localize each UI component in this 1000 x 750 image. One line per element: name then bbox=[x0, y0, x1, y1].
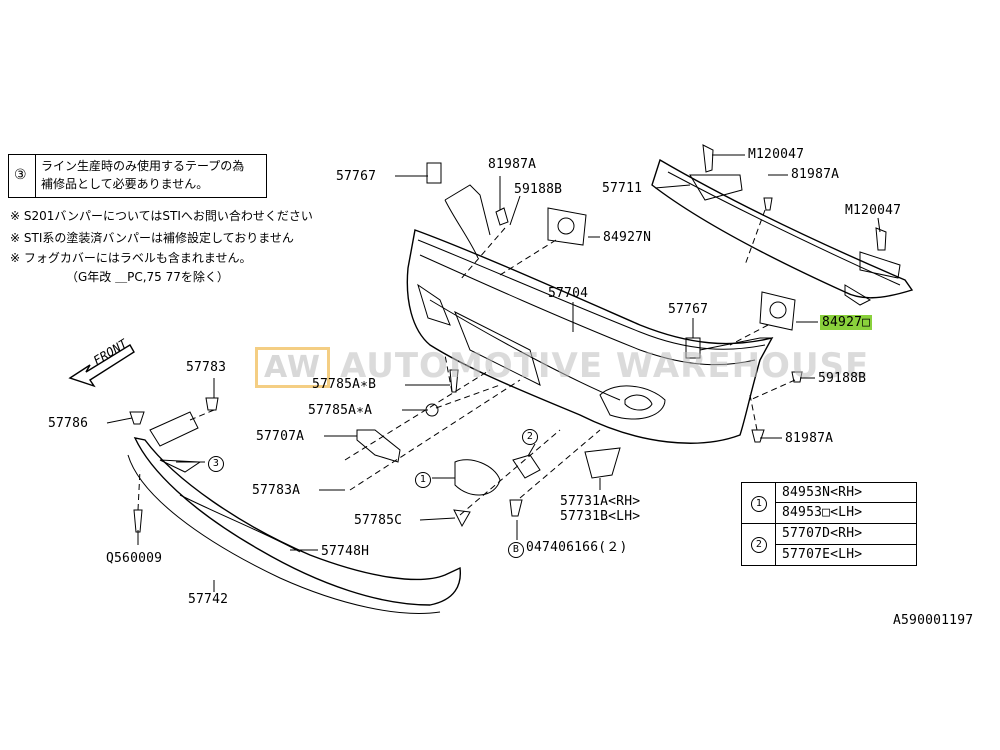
legend-key-2: 2 bbox=[751, 535, 769, 553]
reference-code: A590001197 bbox=[893, 613, 974, 628]
legend-hdivider bbox=[742, 523, 916, 524]
note-box-divider bbox=[35, 155, 36, 197]
watermark-text: AUTOMOTIVE WAREHOUSE bbox=[339, 346, 870, 386]
note-box-line2: 補修品として必要ありません。 bbox=[41, 177, 209, 191]
label-57748h: 57748H bbox=[321, 544, 370, 559]
label-m120047-right: M120047 bbox=[845, 203, 902, 218]
label-57767-top: 57767 bbox=[336, 169, 377, 184]
label-57742: 57742 bbox=[188, 592, 229, 607]
leader-lines bbox=[106, 154, 881, 592]
small-parts-drawing bbox=[129, 144, 887, 533]
label-57785a-a: 57785A∗A bbox=[308, 403, 373, 418]
legend-vdivider bbox=[775, 483, 776, 565]
label-57731b: 57731B<LH> bbox=[560, 509, 641, 524]
note-box-number: ③ bbox=[14, 167, 27, 183]
legend-key-1: 1 bbox=[751, 494, 769, 512]
label-57786: 57786 bbox=[48, 416, 89, 431]
label-57783-top: 57783 bbox=[186, 360, 227, 375]
reinforcement-drawing bbox=[651, 158, 914, 306]
label-57785a-b: 57785A∗B bbox=[312, 377, 377, 392]
callout-2: 2 bbox=[522, 427, 540, 445]
label-81987a-low: 81987A bbox=[785, 431, 834, 446]
note-4: （G年改 ＿PC,75 77を除く） bbox=[66, 270, 229, 284]
legend-row-divider-1 bbox=[775, 502, 916, 503]
label-57767-mid: 57767 bbox=[668, 302, 709, 317]
watermark-badge: AW bbox=[255, 347, 330, 388]
label-59188b-right: 59188B bbox=[818, 371, 867, 386]
callout-2-number: 2 bbox=[522, 429, 538, 445]
label-81987a-right: 81987A bbox=[791, 167, 840, 182]
callout-3-number: 3 bbox=[208, 456, 224, 472]
legend-value-2b: 57707E<LH> bbox=[782, 547, 863, 562]
note-3: ※ フォグカバーにはラベルも含まれません。 bbox=[10, 251, 252, 265]
assembly-lines bbox=[137, 209, 796, 516]
legend-table: 1 84953N<RH> 84953□<LH> 2 57707D<RH> 577… bbox=[741, 482, 917, 566]
label-84927-highlight: 84927□ bbox=[820, 315, 873, 330]
callout-1-number: 1 bbox=[415, 472, 431, 488]
legend-value-2a: 57707D<RH> bbox=[782, 526, 863, 541]
label-57711: 57711 bbox=[602, 181, 643, 196]
legend-value-1a: 84953N<RH> bbox=[782, 485, 863, 500]
label-57707a: 57707A bbox=[256, 429, 305, 444]
bumper-cover-drawing bbox=[406, 184, 774, 444]
callout-1: 1 bbox=[415, 470, 433, 488]
legend-key-1-circle: 1 bbox=[751, 496, 767, 512]
label-047406166-text: 047406166(２) bbox=[526, 540, 628, 555]
label-57704: 57704 bbox=[548, 286, 589, 301]
label-m120047-top: M120047 bbox=[748, 147, 805, 162]
legend-value-1b: 84953□<LH> bbox=[782, 505, 863, 520]
label-57731a: 57731A<RH> bbox=[560, 494, 641, 509]
label-q560009: Q560009 bbox=[106, 551, 163, 566]
highlight-84927: 84927□ bbox=[820, 315, 873, 330]
legend-key-2-circle: 2 bbox=[751, 537, 767, 553]
label-57783a: 57783A bbox=[252, 483, 301, 498]
note-2: ※ STI系の塗装済バンパーは補修設定しておりません bbox=[10, 231, 294, 245]
note-1: ※ S201バンパーについてはSTIへお問い合わせください bbox=[10, 209, 313, 223]
front-arrow bbox=[68, 344, 135, 388]
label-84927n: 84927N bbox=[603, 230, 652, 245]
label-57785c: 57785C bbox=[354, 513, 403, 528]
callout-3: 3 bbox=[208, 454, 226, 472]
label-81987a-top: 81987A bbox=[488, 157, 537, 172]
callout-b: B bbox=[508, 542, 524, 558]
note-box-line1: ライン生産時のみ使用するテープの為 bbox=[41, 159, 245, 173]
legend-row-divider-2 bbox=[775, 544, 916, 545]
label-59188b-top: 59188B bbox=[514, 182, 563, 197]
note-box: ③ ライン生産時のみ使用するテープの為 補修品として必要ありません。 bbox=[8, 154, 267, 198]
lip-spoiler-drawing bbox=[127, 411, 462, 614]
